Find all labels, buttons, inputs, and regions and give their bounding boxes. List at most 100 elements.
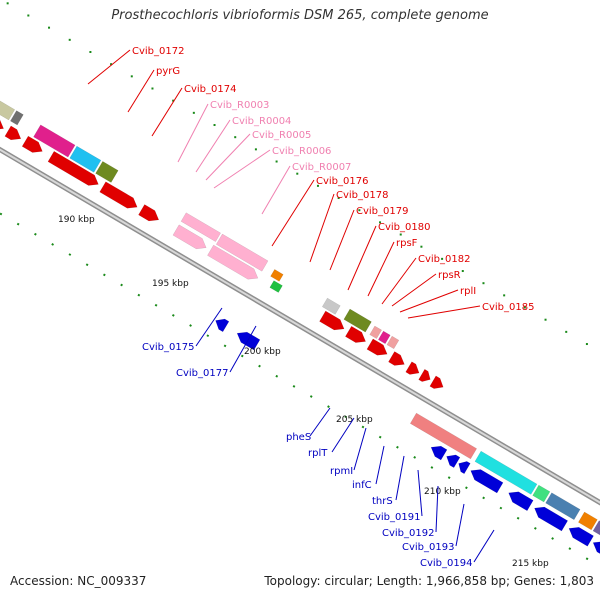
forward-gene-arrow bbox=[366, 338, 388, 356]
backbone-inner bbox=[0, 148, 600, 504]
reverse-gene-label: rpmI bbox=[330, 466, 353, 477]
outer-track-dot bbox=[420, 245, 423, 248]
gc-track-dot bbox=[551, 537, 554, 540]
outer-track-dot bbox=[275, 160, 278, 163]
gc-dotted-track bbox=[0, 212, 589, 561]
outer-track-dot bbox=[399, 233, 402, 236]
reverse-gene-label: thrS bbox=[372, 496, 393, 507]
kbp-tick-label: 200 kbp bbox=[244, 347, 281, 357]
forward-gene-label: Cvib_0176 bbox=[316, 176, 368, 187]
gc-track-dot bbox=[413, 455, 417, 459]
gc-track-dot bbox=[258, 364, 261, 368]
forward-gene-leader bbox=[213, 149, 271, 189]
gc-track-dot bbox=[189, 324, 192, 327]
genome-stats-label: Topology: circular; Length: 1,966,858 bp… bbox=[264, 574, 594, 588]
forward-gene-arrow bbox=[47, 150, 99, 186]
forward-gene-label: pyrG bbox=[156, 66, 180, 77]
reverse-gene-leader bbox=[331, 417, 355, 453]
gc-track-dot bbox=[533, 526, 537, 530]
cog-feature-block bbox=[180, 212, 221, 242]
reverse-gene-arrow bbox=[568, 527, 594, 547]
outer-track-dot bbox=[585, 343, 588, 346]
gc-track-dot bbox=[292, 385, 296, 388]
reverse-gene-arrow bbox=[534, 506, 569, 532]
outer-track-dot bbox=[482, 282, 485, 285]
reverse-gene-label: rplT bbox=[308, 448, 328, 459]
reverse-gene-leader bbox=[375, 445, 385, 485]
cog-feature-block bbox=[69, 145, 102, 173]
gc-track-dot bbox=[516, 516, 520, 520]
outer-track-dot bbox=[213, 124, 216, 127]
outer-track-dot bbox=[379, 221, 382, 224]
gc-track-dot bbox=[206, 334, 210, 338]
outer-track-dot bbox=[544, 318, 547, 321]
reverse-gene-label: Cvib_0191 bbox=[368, 512, 420, 523]
cog-feature-block bbox=[474, 450, 538, 495]
gene-labels: Cvib_0172pyrGCvib_0174Cvib_R0003Cvib_R00… bbox=[87, 46, 534, 569]
forward-gene-label: Cvib_R0003 bbox=[210, 100, 269, 111]
gc-track-dot bbox=[327, 405, 330, 409]
kbp-tick-label: 195 kbp bbox=[152, 279, 189, 289]
forward-gene-leader bbox=[309, 193, 335, 263]
outer-track-dot bbox=[461, 270, 464, 273]
outer-track-dot bbox=[48, 26, 51, 29]
forward-gene-leader bbox=[205, 133, 251, 181]
gc-track-dot bbox=[361, 425, 365, 429]
forward-gene-leader bbox=[177, 103, 209, 163]
forward-gene-arrow bbox=[418, 368, 431, 382]
cog-feature-block bbox=[0, 100, 16, 121]
cog-feature-block bbox=[386, 335, 400, 350]
outer-track-dot bbox=[172, 99, 175, 102]
outer-track-dot bbox=[441, 257, 444, 260]
reverse-gene-arrow bbox=[508, 491, 534, 512]
forward-gene-label: Cvib_0172 bbox=[132, 46, 184, 57]
reverse-gene-leader bbox=[353, 427, 367, 471]
cog-feature-block bbox=[592, 520, 600, 536]
reverse-gene-leader bbox=[195, 307, 223, 347]
outer-track-dot bbox=[565, 330, 568, 333]
kbp-tick-label: 205 kbp bbox=[336, 415, 373, 425]
forward-gene-leader bbox=[381, 257, 417, 305]
forward-gene-arrow bbox=[207, 244, 259, 280]
accession-label: Accession: NC_009337 bbox=[10, 574, 147, 588]
gc-track-dot bbox=[465, 486, 468, 490]
forward-gene-leader bbox=[399, 289, 459, 313]
gc-track-dot bbox=[85, 263, 89, 267]
reverse-gene-leader bbox=[455, 503, 465, 547]
gc-track-dot bbox=[568, 547, 572, 550]
forward-gene-arrow bbox=[345, 325, 366, 343]
outer-track-dot bbox=[523, 306, 526, 309]
gc-track-dot bbox=[102, 273, 106, 277]
cog-feature-block bbox=[269, 280, 283, 293]
cog-feature-block bbox=[343, 308, 372, 333]
reverse-gene-label: pheS bbox=[286, 432, 311, 443]
forward-gene-arrow bbox=[429, 375, 444, 389]
gc-track-dot bbox=[585, 557, 589, 561]
forward-gene-label: Cvib_0178 bbox=[336, 190, 388, 201]
genome-backbone bbox=[0, 146, 600, 506]
forward-gene-leader bbox=[391, 273, 437, 307]
forward-gene-leader bbox=[151, 87, 183, 137]
reverse-gene-leader bbox=[229, 325, 257, 373]
forward-strand-track bbox=[0, 119, 444, 389]
forward-gene-arrow bbox=[138, 204, 160, 222]
gc-track-dot bbox=[137, 293, 141, 297]
reverse-gene-leader bbox=[435, 485, 439, 533]
forward-gene-label: Cvib_R0005 bbox=[252, 130, 311, 141]
reverse-gene-leader bbox=[395, 455, 405, 501]
forward-gene-label: Cvib_R0006 bbox=[272, 146, 331, 157]
cog-feature-block bbox=[545, 492, 581, 521]
forward-gene-leader bbox=[407, 305, 481, 319]
forward-gene-arrow bbox=[405, 361, 420, 375]
gc-track-dot bbox=[447, 476, 451, 480]
outer-dotted-track bbox=[6, 2, 588, 346]
reverse-gene-label: infC bbox=[352, 480, 372, 491]
outer-track-dot bbox=[6, 2, 9, 5]
gc-track-dot bbox=[120, 283, 123, 287]
reverse-gene-label: Cvib_0193 bbox=[402, 542, 454, 553]
gc-track-dot bbox=[499, 506, 503, 510]
outer-track-dot bbox=[110, 63, 113, 66]
